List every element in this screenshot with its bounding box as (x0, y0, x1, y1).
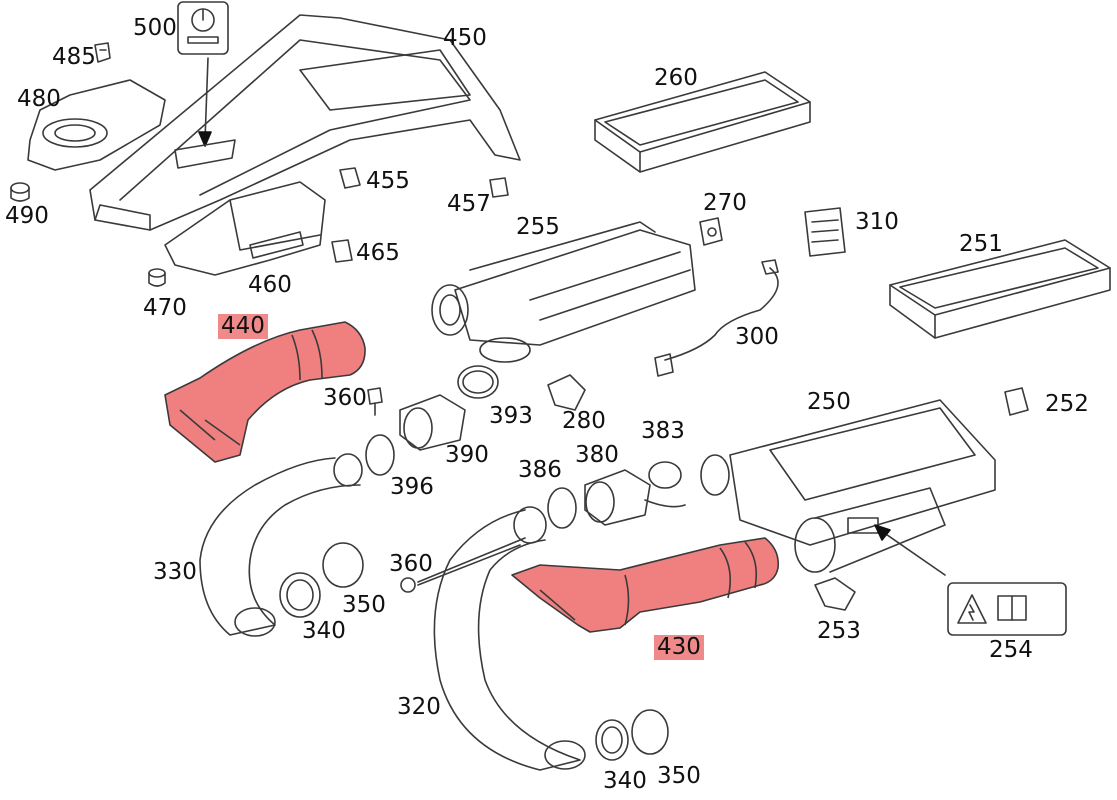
label-490: 490 (5, 203, 49, 229)
label-450: 450 (443, 25, 487, 51)
label-390: 390 (445, 442, 489, 468)
intake-pipe-320 (433, 506, 586, 771)
clip-465-icon (331, 239, 353, 263)
seal-340-a-icon (279, 572, 321, 618)
air-box-250 (700, 399, 996, 573)
cover-piece-480 (27, 79, 166, 171)
label-457: 457 (447, 191, 491, 217)
label-383: 383 (641, 418, 685, 444)
label-440: 440 (218, 314, 268, 339)
label-485: 485 (52, 44, 96, 70)
label-465: 465 (356, 240, 400, 266)
bracket-253-icon (814, 577, 856, 611)
label-480: 480 (17, 86, 61, 112)
cable-300 (654, 259, 779, 377)
label-455: 455 (366, 168, 410, 194)
mass-air-flow-380 (584, 469, 686, 526)
label-310: 310 (855, 209, 899, 235)
label-340-a: 340 (302, 618, 346, 644)
air-filter-251 (889, 239, 1111, 339)
label-350-b: 350 (657, 763, 701, 789)
bolt-360-a-icon (367, 387, 383, 416)
label-260: 260 (654, 65, 698, 91)
label-300: 300 (735, 324, 779, 350)
cover-460 (164, 181, 326, 276)
clamp-350-b-icon (631, 709, 669, 755)
label-386: 386 (518, 457, 562, 483)
clip-457-icon (489, 177, 509, 198)
label-360-a: 360 (323, 385, 367, 411)
air-box-255 (431, 221, 696, 363)
clip-485-icon (94, 42, 111, 63)
label-380: 380 (575, 442, 619, 468)
grommet-470-icon (148, 268, 166, 287)
label-250: 250 (807, 389, 851, 415)
label-460: 460 (248, 272, 292, 298)
mass-air-flow-390 (399, 394, 466, 451)
warning-sticker-254-icon (947, 582, 1067, 636)
grommet-490-icon (10, 182, 30, 202)
label-252: 252 (1045, 391, 1089, 417)
label-255: 255 (516, 214, 560, 240)
label-396: 396 (390, 474, 434, 500)
clamp-393-icon (457, 365, 499, 399)
label-251: 251 (959, 231, 1003, 257)
arrow-254-to-250 (879, 529, 946, 576)
label-500: 500 (133, 15, 177, 41)
clamp-350-a-icon (322, 542, 364, 588)
bolt-360-b-icon (400, 537, 526, 593)
label-430: 430 (654, 635, 704, 660)
intake-pipe-330 (199, 453, 363, 637)
label-330: 330 (153, 559, 197, 585)
label-280: 280 (562, 408, 606, 434)
bracket-280-icon (547, 374, 586, 411)
label-253: 253 (817, 618, 861, 644)
label-320: 320 (397, 694, 441, 720)
label-254: 254 (989, 637, 1033, 663)
label-350-a: 350 (342, 592, 386, 618)
bracket-310-icon (804, 207, 846, 257)
air-duct-440 (164, 321, 366, 463)
clamp-396-icon (365, 434, 395, 476)
sensor-252-icon (1004, 387, 1029, 416)
label-470: 470 (143, 295, 187, 321)
arrow-500-to-cover (204, 57, 209, 141)
label-360-b: 360 (389, 551, 433, 577)
seal-340-b-icon (595, 719, 629, 761)
air-filter-260 (594, 71, 811, 173)
label-270: 270 (703, 190, 747, 216)
clamp-383-icon (648, 461, 682, 489)
sensor-270-icon (699, 217, 723, 246)
air-duct-430 (511, 537, 780, 633)
clip-455-icon (339, 167, 361, 189)
sticker-500-icon (177, 1, 229, 55)
label-393: 393 (489, 403, 533, 429)
label-340-b: 340 (603, 768, 647, 794)
engine-cover-450 (89, 14, 521, 231)
clamp-386-icon (547, 487, 577, 529)
